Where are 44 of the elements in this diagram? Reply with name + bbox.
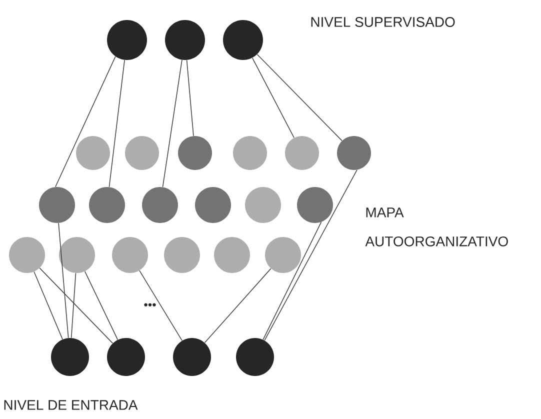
neuron-circle [195, 186, 231, 223]
connection-line [162, 60, 182, 188]
neuron-circle [233, 136, 267, 170]
neuron-circle [245, 186, 281, 223]
neuron-circle [51, 338, 89, 376]
neuron-circle [9, 237, 45, 273]
neuron-circle [165, 20, 205, 60]
neuron-circle [236, 338, 274, 376]
neuron-circle [76, 136, 110, 170]
neuron-circle [223, 20, 263, 60]
neuron-circle [173, 338, 211, 376]
connection-line [186, 60, 194, 136]
connection-line [262, 222, 322, 340]
neuron-circle [142, 186, 178, 223]
connection-line [84, 271, 118, 340]
connection-line [204, 268, 272, 344]
neuron-circle [265, 237, 301, 273]
level-label: NIVEL SUPERVISADO [311, 17, 455, 27]
neuron-circle [59, 237, 95, 273]
connection-line [34, 271, 63, 340]
connection-line [252, 58, 294, 138]
neuron-circle [285, 136, 319, 170]
neuron-circle [89, 186, 125, 223]
neuron-circle [107, 20, 147, 60]
level-label: NIVEL DE ENTRADA [4, 400, 138, 410]
connection-line [39, 268, 114, 344]
connection-line [256, 54, 342, 142]
connection-line [264, 170, 358, 341]
ellipsis: ••• [144, 303, 156, 306]
connection-line [139, 270, 182, 341]
neuron-circle [112, 237, 148, 273]
connection-line [55, 56, 116, 188]
layer-label: MAPA AUTOORGANIZATIVO [365, 208, 508, 246]
neuron-circle [178, 136, 212, 170]
neuron-circle [214, 237, 250, 273]
connection-line [70, 272, 76, 338]
neuron-circle [337, 136, 371, 170]
neuron-circle [107, 338, 145, 376]
connection-line [108, 60, 125, 188]
neuron-circle [39, 186, 75, 223]
neuron-circle [297, 186, 333, 223]
neuron-circle [164, 237, 200, 273]
neuron-circle [125, 136, 159, 170]
connection-line [58, 222, 69, 338]
